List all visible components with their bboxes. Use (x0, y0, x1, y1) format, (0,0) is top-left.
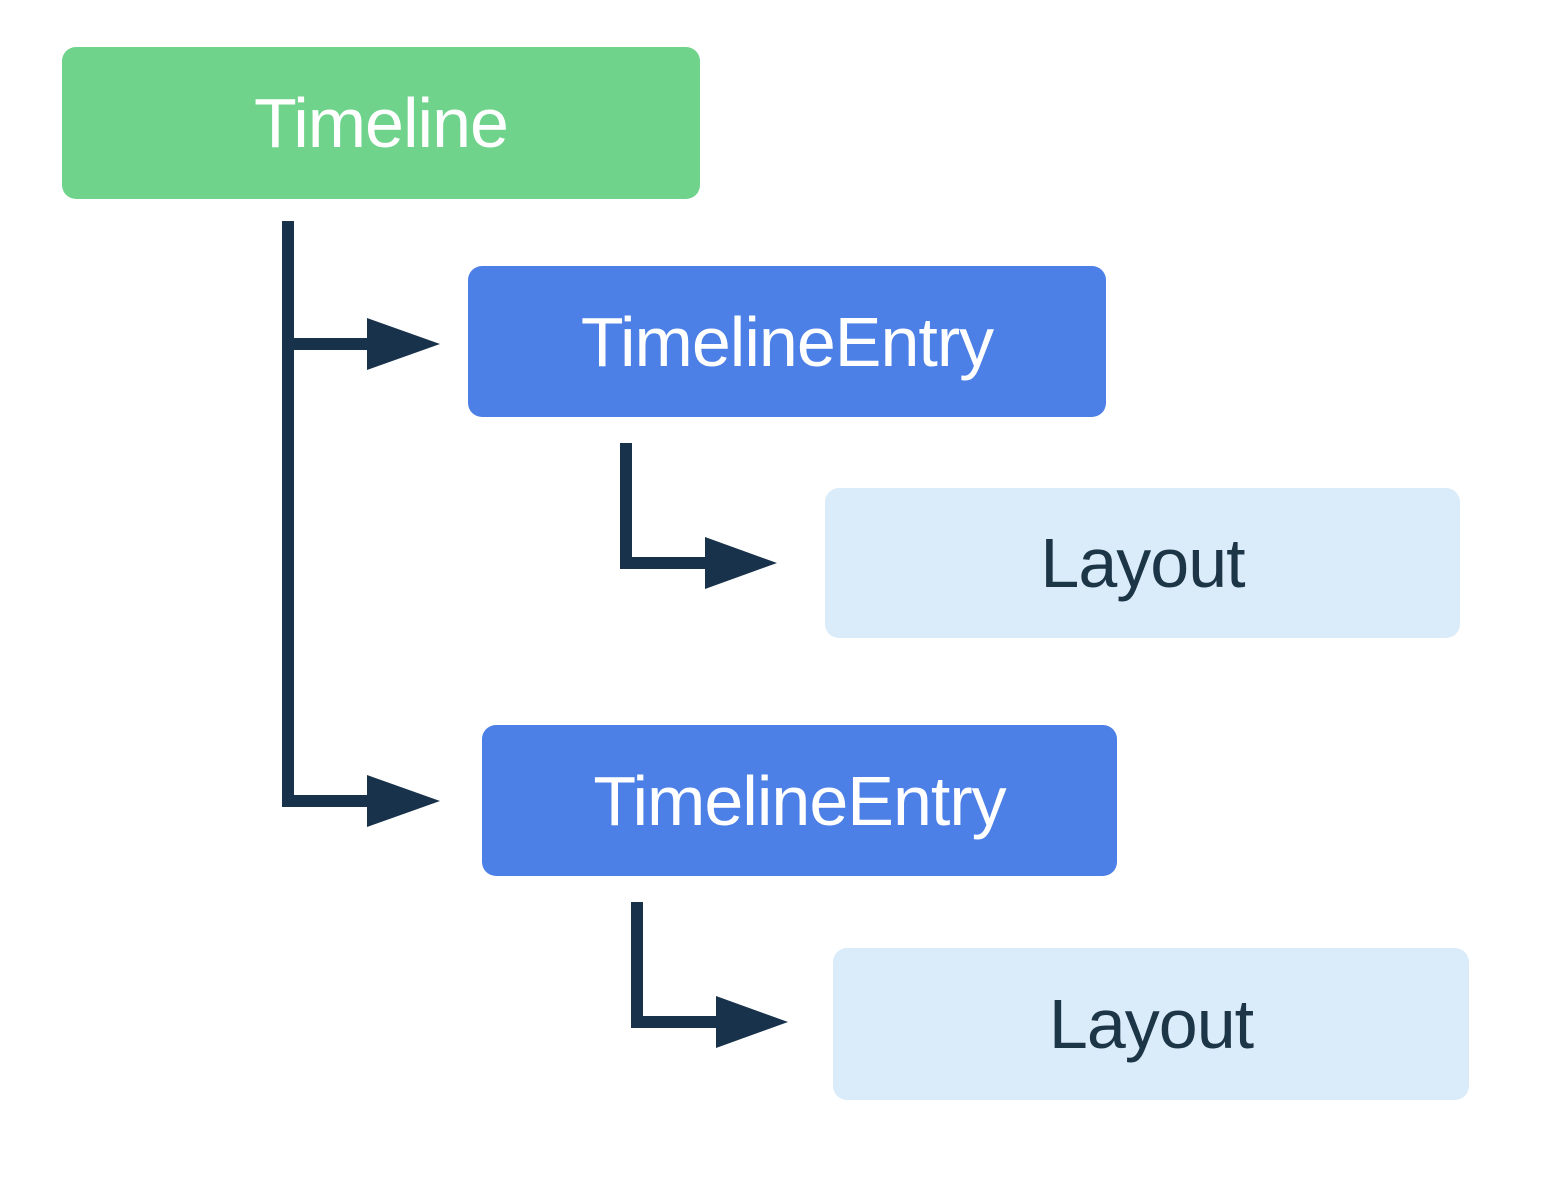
node-timeline: Timeline (62, 47, 700, 199)
node-timeline-label: Timeline (254, 84, 509, 162)
entry1-layout-connector (620, 443, 705, 569)
node-timeline-entry-2: TimelineEntry (482, 725, 1117, 876)
arrowhead-layout2-icon (716, 996, 788, 1048)
arrowhead-entry2-icon (367, 775, 440, 827)
trunk-connector (282, 221, 367, 807)
node-layout-1: Layout (825, 488, 1460, 638)
node-layout-2-label: Layout (1048, 985, 1254, 1063)
node-timeline-entry-1-label: TimelineEntry (580, 302, 994, 381)
entry2-layout-connector (631, 902, 716, 1028)
node-layout-2: Layout (833, 948, 1469, 1100)
arrowhead-entry1-icon (367, 318, 440, 370)
arrowhead-layout1-icon (705, 537, 777, 589)
node-layout-1-label: Layout (1040, 524, 1245, 602)
node-timeline-entry-1: TimelineEntry (468, 266, 1106, 417)
node-timeline-entry-2-label: TimelineEntry (593, 761, 1006, 840)
